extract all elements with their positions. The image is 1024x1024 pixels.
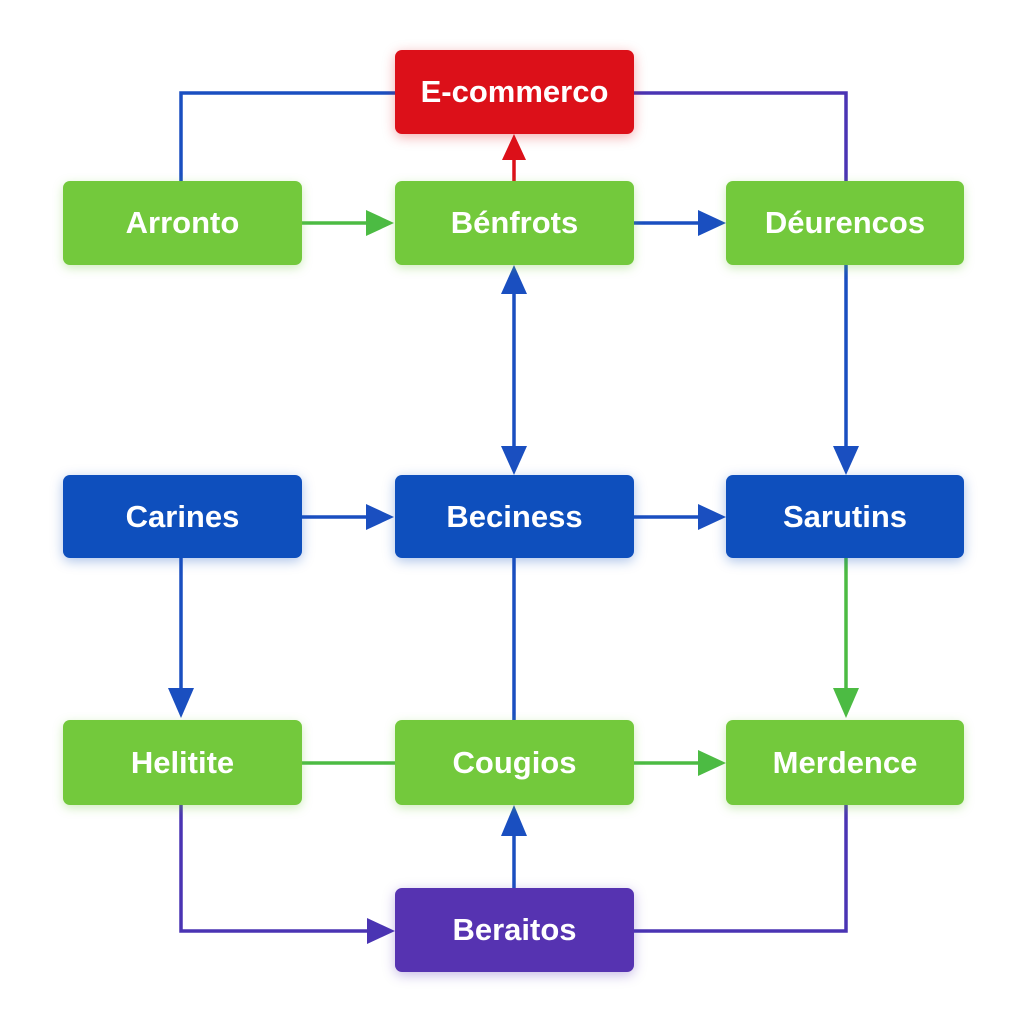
edge-sarutins-merdence bbox=[833, 558, 859, 718]
node-helitite-label: Helitite bbox=[130, 744, 235, 780]
edge-benfrots-beciness bbox=[501, 265, 527, 475]
node-cougios-label: Cougios bbox=[452, 744, 577, 780]
node-deurencos[interactable]: Déurencos bbox=[726, 181, 964, 265]
node-ecommerce[interactable]: E-commerco bbox=[395, 50, 634, 134]
edge-deurencos-sarutins bbox=[833, 265, 859, 475]
node-carines-label: Carines bbox=[125, 498, 240, 534]
node-beciness-label: Beciness bbox=[446, 498, 583, 534]
node-beraitos[interactable]: Beraitos bbox=[395, 888, 634, 972]
node-benfrots-label: Bénfrots bbox=[450, 205, 579, 240]
edge-deurencos-ecommerce bbox=[634, 91, 848, 182]
edge-beciness-sarutins bbox=[634, 504, 726, 530]
edge-arronto-benfrots bbox=[302, 210, 394, 236]
node-ecommerce-label: E-commerco bbox=[420, 74, 609, 109]
edge-beraitos-cougios bbox=[501, 805, 527, 888]
node-benfrots[interactable]: Bénfrots bbox=[395, 181, 634, 265]
edge-merdence-beraitos bbox=[634, 805, 848, 933]
edge-arronto-ecommerce bbox=[179, 91, 395, 182]
node-arronto[interactable]: Arronto bbox=[63, 181, 302, 265]
node-sarutins-label: Sarutins bbox=[782, 498, 908, 534]
edge-benfrots-ecommerce bbox=[502, 134, 526, 181]
node-sarutins[interactable]: Sarutins bbox=[726, 475, 964, 558]
edge-cougios-merdence bbox=[634, 750, 726, 776]
node-deurencos-label: Déurencos bbox=[764, 205, 926, 240]
node-arronto-label: Arronto bbox=[125, 205, 240, 240]
node-merdence-label: Merdence bbox=[772, 744, 918, 780]
node-beraitos-label: Beraitos bbox=[452, 912, 577, 947]
node-carines[interactable]: Carines bbox=[63, 475, 302, 558]
edge-benfrots-deurencos bbox=[634, 210, 726, 236]
node-helitite[interactable]: Helitite bbox=[63, 720, 302, 805]
edge-helitite-beraitos bbox=[179, 805, 395, 944]
node-merdence[interactable]: Merdence bbox=[726, 720, 964, 805]
edge-carines-helitite bbox=[168, 558, 194, 718]
edge-carines-beciness bbox=[302, 504, 394, 530]
node-beciness[interactable]: Beciness bbox=[395, 475, 634, 558]
node-cougios[interactable]: Cougios bbox=[395, 720, 634, 805]
